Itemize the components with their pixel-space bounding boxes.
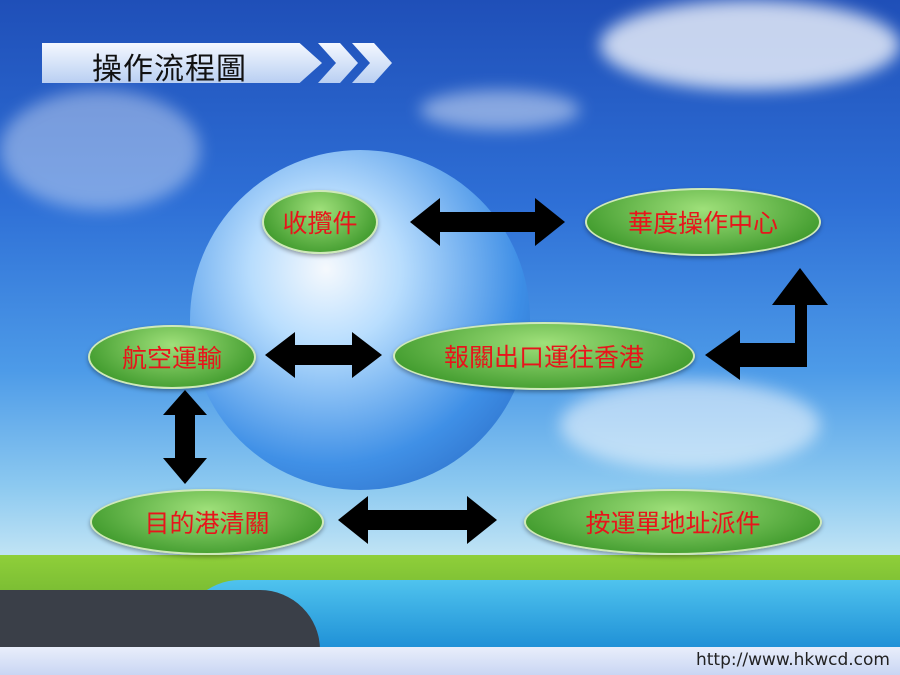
node-label: 收攬件 — [282, 209, 358, 238]
node-label: 報關出口運往香港 — [443, 343, 644, 372]
node-operation-center: 華度操作中心 — [585, 188, 821, 256]
node-destination-clearance: 目的港清關 — [90, 489, 324, 555]
node-label: 航空運輸 — [121, 344, 222, 373]
footer-bar — [0, 647, 900, 675]
road — [0, 590, 320, 650]
node-label: 按運單地址派件 — [585, 509, 761, 538]
cloud — [600, 0, 900, 90]
page-title: 操作流程圖 — [92, 52, 247, 87]
double-arrow-collect-center — [410, 198, 565, 246]
footer-url: http://www.hkwcd.com — [695, 650, 890, 670]
cloud — [420, 90, 580, 130]
title-banner — [42, 43, 322, 83]
double-arrow-air-export — [265, 332, 382, 378]
cloud — [560, 380, 820, 470]
node-air-transport: 航空運輸 — [88, 325, 256, 389]
node-label: 華度操作中心 — [627, 209, 778, 238]
node-collect: 收攬件 — [262, 190, 378, 254]
double-arrow-clearance-deliver — [338, 496, 497, 544]
elbow-arrow-export-center — [705, 268, 828, 380]
node-export-hk: 報關出口運往香港 — [393, 322, 695, 390]
node-deliver: 按運單地址派件 — [524, 489, 822, 555]
node-label: 目的港清關 — [144, 509, 270, 538]
double-arrow-air-clearance — [163, 390, 207, 484]
cloud — [0, 90, 200, 210]
